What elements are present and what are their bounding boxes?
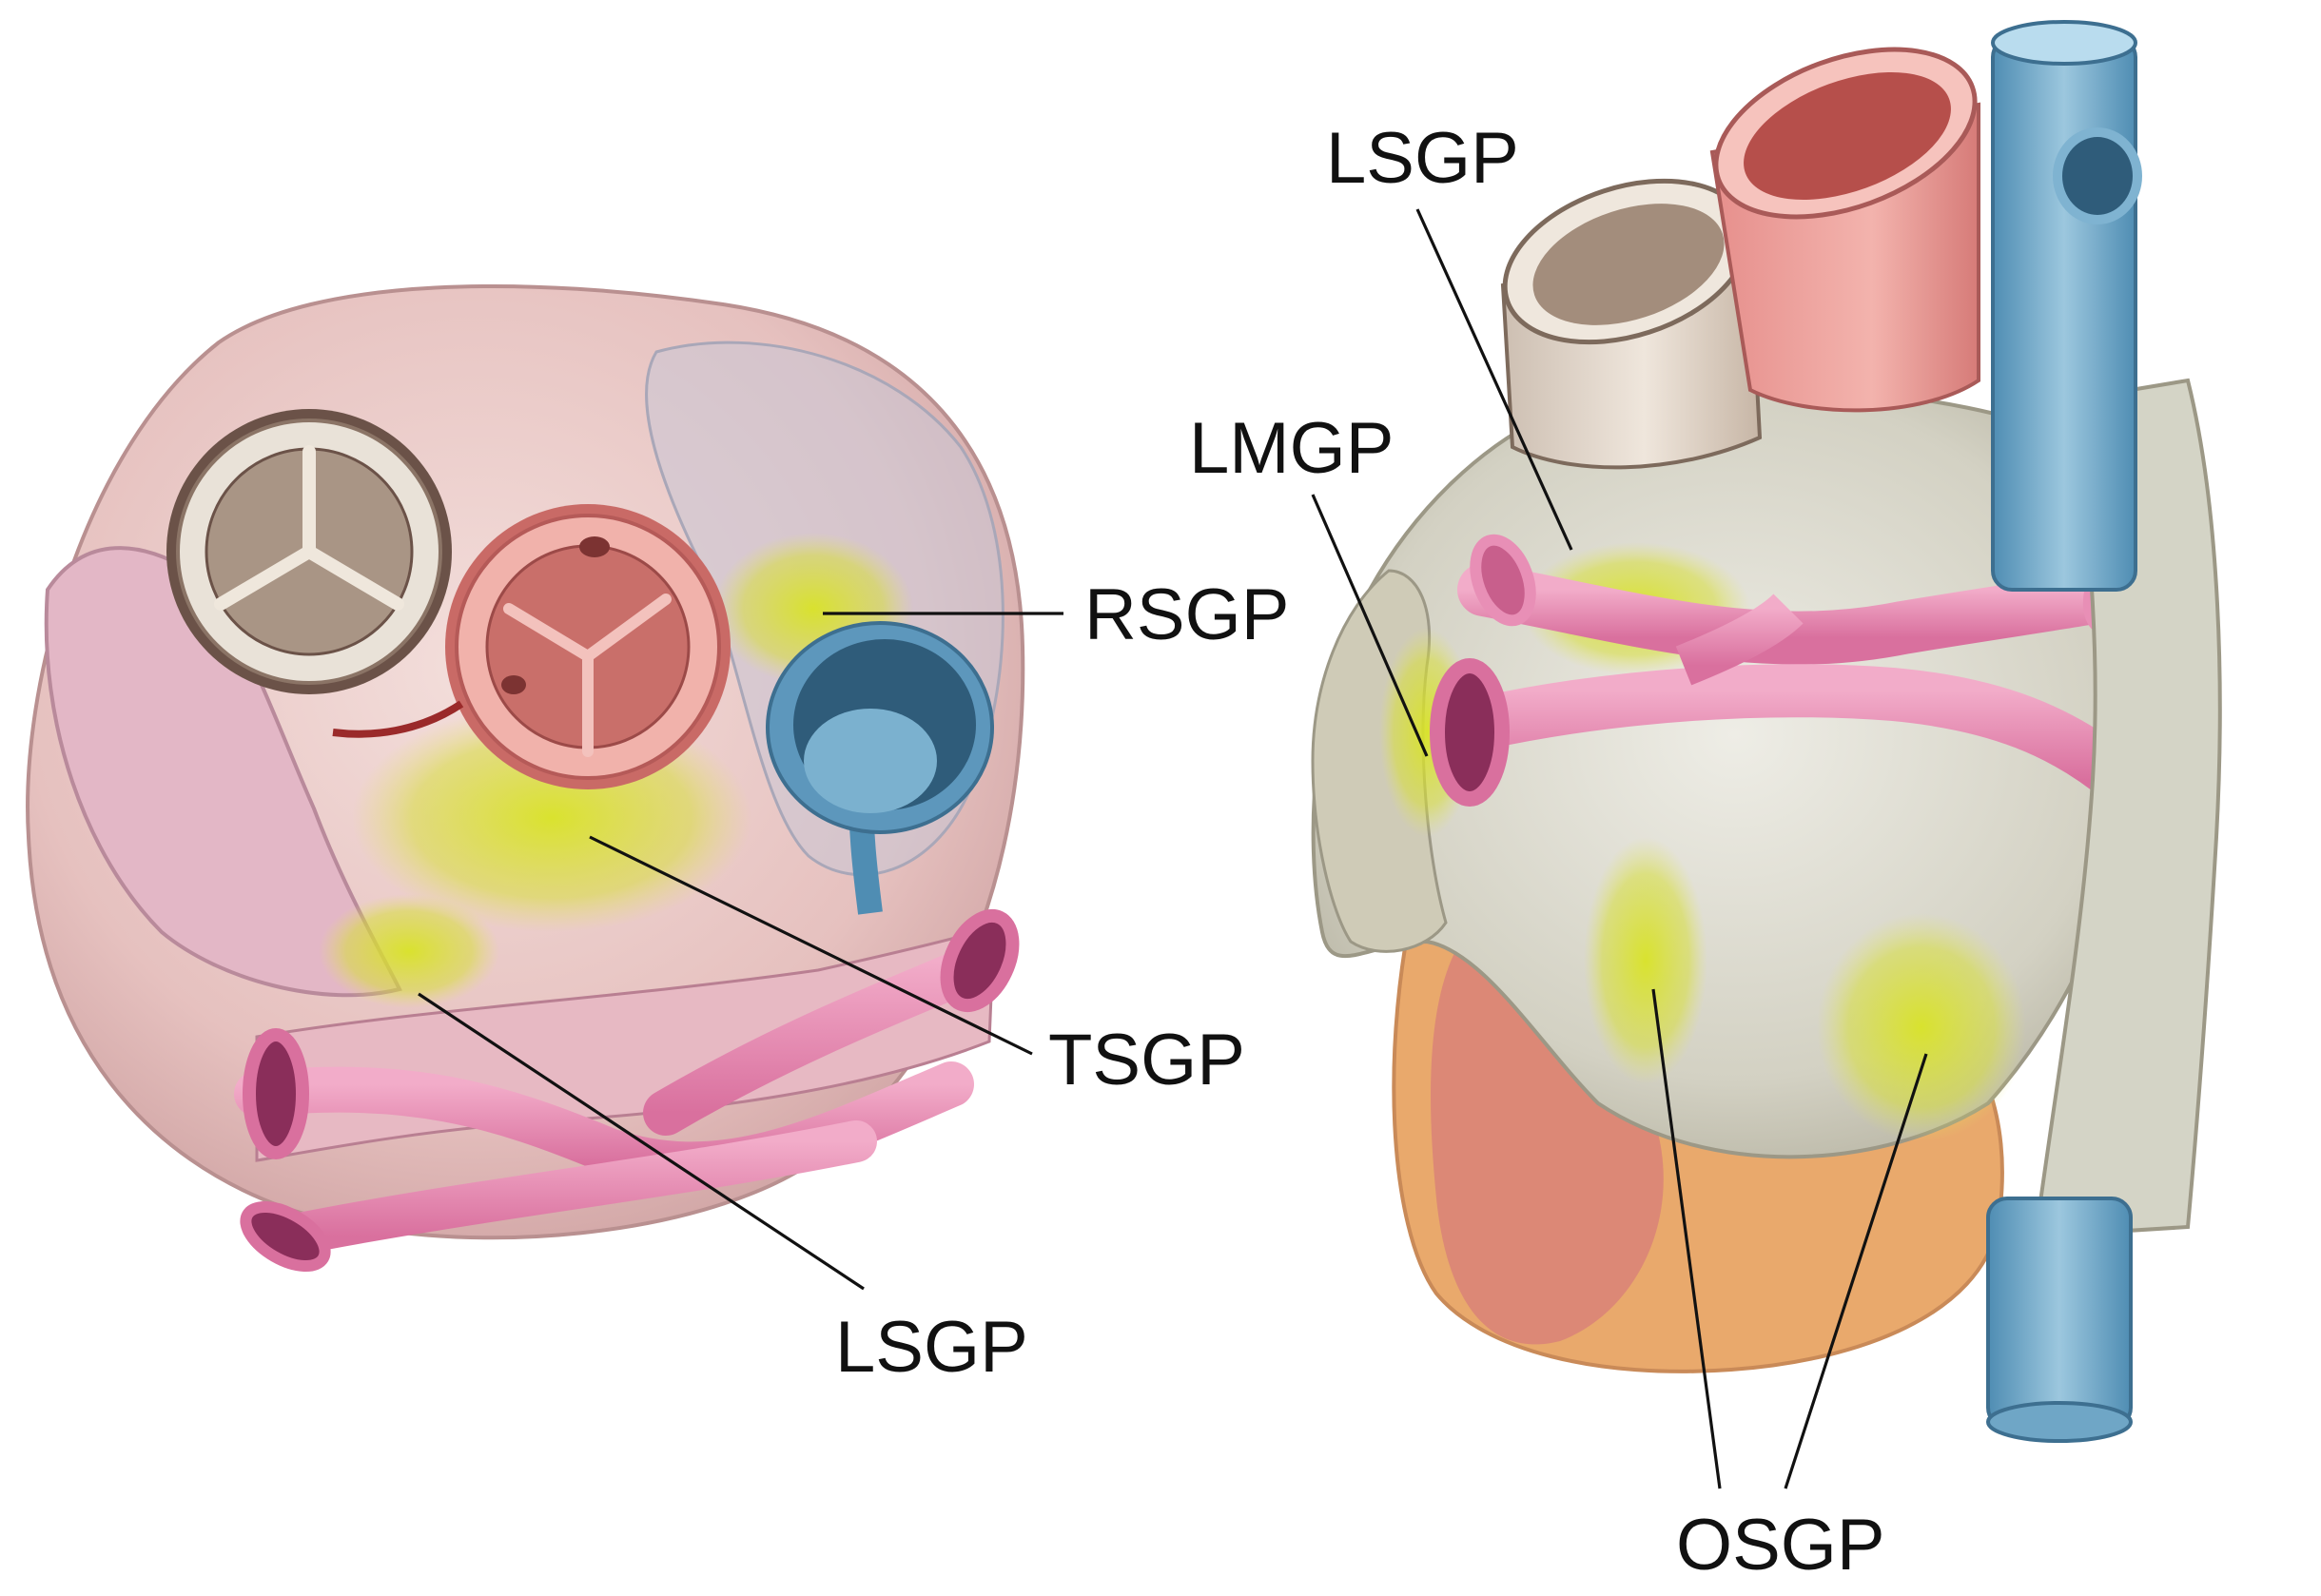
labels: RSGP TSGP LSGP LSGP LMGP OSGP [835,118,1885,1586]
left-pulmonary-veins [234,908,1020,1272]
leader-lines [418,208,1928,1489]
right-pv-ostium-3 [1470,534,1536,627]
right-pv-ostium-1 [1430,658,1510,807]
superior-vena-cava-left-view [766,621,994,915]
leader-right-lmgp [1311,494,1429,757]
right-heart-posterior-view [1311,20,2222,1443]
leader-right-osgp-2 [1784,1053,1928,1489]
label-right-lmgp: LMGP [1189,408,1394,489]
pulmonary-valve [166,409,452,694]
leader-right-lsgp [1415,208,1573,551]
right-pulmonary-veins [1430,534,2185,870]
superior-vena-cava [1991,36,2137,592]
leader-left-tsgp [589,835,1033,1056]
osgp-ganglion-cloud-2 [1817,913,2026,1141]
left-coronary-artery [332,700,464,738]
left-pv-ostium-1 [243,1028,309,1159]
leader-right-osgp-1 [1651,988,1722,1489]
label-left-tsgp: TSGP [1048,1020,1245,1100]
aortic-valve [445,504,731,789]
left-pv-ostium-3 [240,1201,331,1272]
label-right-lsgp: LSGP [1326,118,1519,199]
left-lsgp-ganglion-cloud [319,894,499,1008]
osgp-ganglion-cloud-1 [1584,837,1707,1084]
left-heart-base-view [26,284,1025,1272]
great-arteries [1500,47,1980,470]
left-pv-ostium-2 [940,908,1020,1013]
label-left-rsgp: RSGP [1084,574,1289,655]
inferior-vena-cava [1986,1197,2133,1429]
label-left-lsgp: LSGP [835,1307,1028,1388]
leader-left-lsgp [418,992,865,1291]
label-right-osgp: OSGP [1676,1505,1885,1586]
vena-cava-sleeve [2033,378,2222,1239]
svc-side-ostium [2053,127,2142,224]
